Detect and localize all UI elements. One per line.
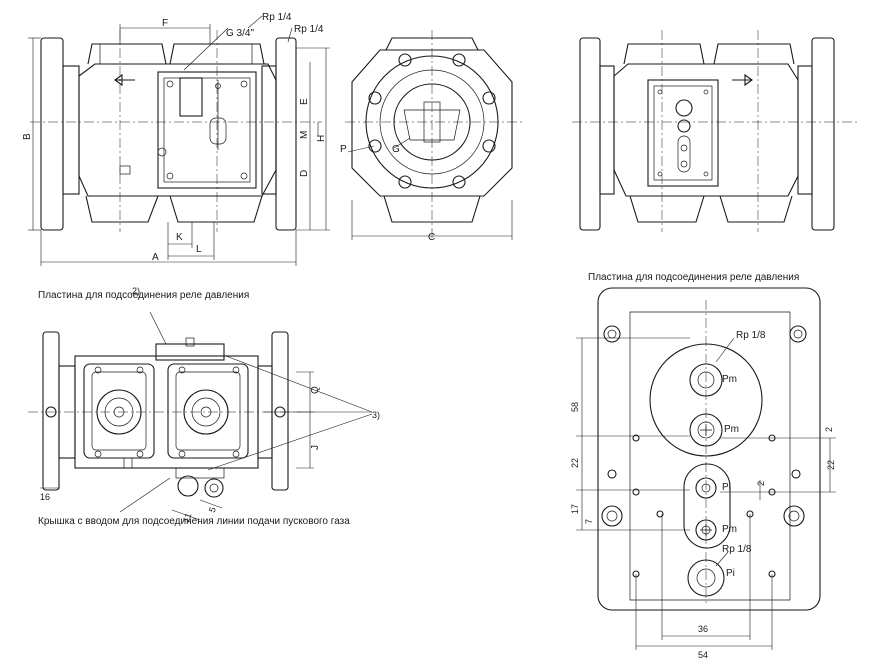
dim-label-D: D	[299, 170, 310, 177]
label-pi-1: Pi	[722, 482, 731, 493]
dim-label-G: G 3/4"	[226, 28, 254, 39]
plate-title: Пластина для подсоединения реле давления	[588, 272, 799, 283]
dim-label-G-side: G	[392, 144, 400, 155]
dim-2-mid: 2	[756, 481, 766, 486]
dim-label-B: B	[22, 133, 33, 140]
dim-22-right: 22	[826, 460, 836, 470]
dim-label-L: L	[196, 244, 202, 255]
dim-label-M: M	[299, 131, 310, 139]
rear-view	[572, 30, 858, 232]
plate-callout: Пластина для подсоединения реле давления	[38, 290, 249, 301]
label-pi-2: Pi	[726, 568, 735, 579]
dim-17: 17	[570, 504, 580, 514]
pressure-switch-plate	[576, 287, 836, 650]
dim-16: 16	[40, 492, 50, 502]
label-pm-3: Pm	[722, 524, 737, 535]
dim-label-A: A	[152, 252, 159, 263]
dim-36: 36	[698, 624, 708, 634]
dim-label-K: K	[176, 232, 183, 243]
dim-7: 7	[584, 519, 594, 524]
dim-58: 58	[570, 402, 580, 412]
label-pm-1: Pm	[722, 374, 737, 385]
dim-label-J: J	[310, 445, 321, 450]
dim-label-Rp1: Rp 1/4	[262, 12, 292, 23]
dim-label-Q: Q	[310, 386, 321, 394]
cover-callout: Крышка с вводом для подсоединения линии …	[38, 516, 350, 527]
dim-label-P: P	[340, 144, 347, 155]
dim-11: 11	[181, 512, 194, 524]
dim-label-F: F	[162, 18, 168, 29]
dim-label-Rp2: Rp 1/4	[294, 24, 324, 35]
dim-54: 54	[698, 650, 708, 660]
front-view	[28, 15, 330, 266]
label-rp-top: Rp 1/8	[736, 330, 766, 341]
arrow-left-icon	[114, 73, 135, 87]
label-rp-bottom: Rp 1/8	[722, 544, 752, 555]
dim-label-H: H	[316, 135, 327, 142]
dim-label-E: E	[299, 98, 310, 105]
note-3: 3)	[372, 410, 380, 420]
note-2: 2)	[132, 286, 140, 296]
side-view	[345, 30, 522, 240]
dim-label-C: C	[428, 232, 435, 243]
label-pm-2: Pm	[724, 424, 739, 435]
dim-2-top: 2	[824, 427, 834, 432]
top-view	[28, 311, 373, 521]
dim-5: 5	[207, 506, 218, 514]
arrow-right-icon	[732, 73, 753, 87]
dim-22-left: 22	[570, 458, 580, 468]
